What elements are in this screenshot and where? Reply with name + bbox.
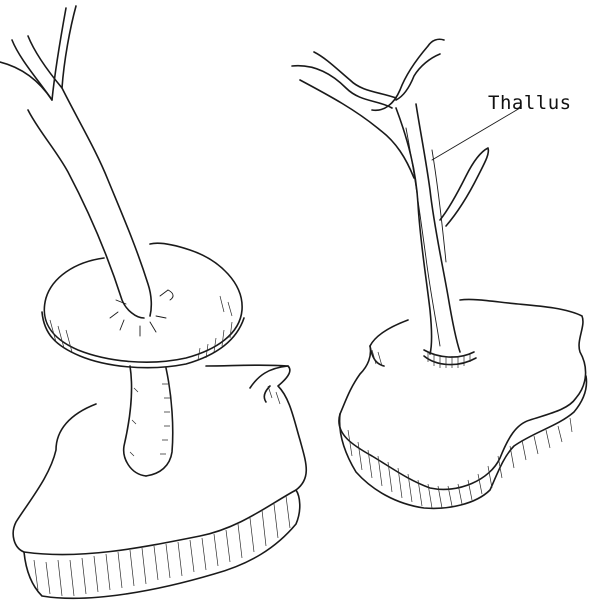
left-rock-base: [13, 365, 306, 598]
left-specimen: [0, 6, 306, 598]
left-thallus-fork: [0, 6, 76, 100]
left-thallus-stalk: [28, 88, 151, 318]
thallus-label: Thallus: [488, 92, 572, 114]
right-rock-base: [339, 299, 587, 508]
right-thallus-branches: [292, 39, 488, 226]
right-thallus-stalk: [396, 104, 460, 354]
right-holdfast: [424, 350, 476, 368]
thallus-leader-line: [432, 108, 520, 160]
left-holdfast-disc: [42, 243, 244, 367]
left-stipe: [124, 366, 173, 476]
